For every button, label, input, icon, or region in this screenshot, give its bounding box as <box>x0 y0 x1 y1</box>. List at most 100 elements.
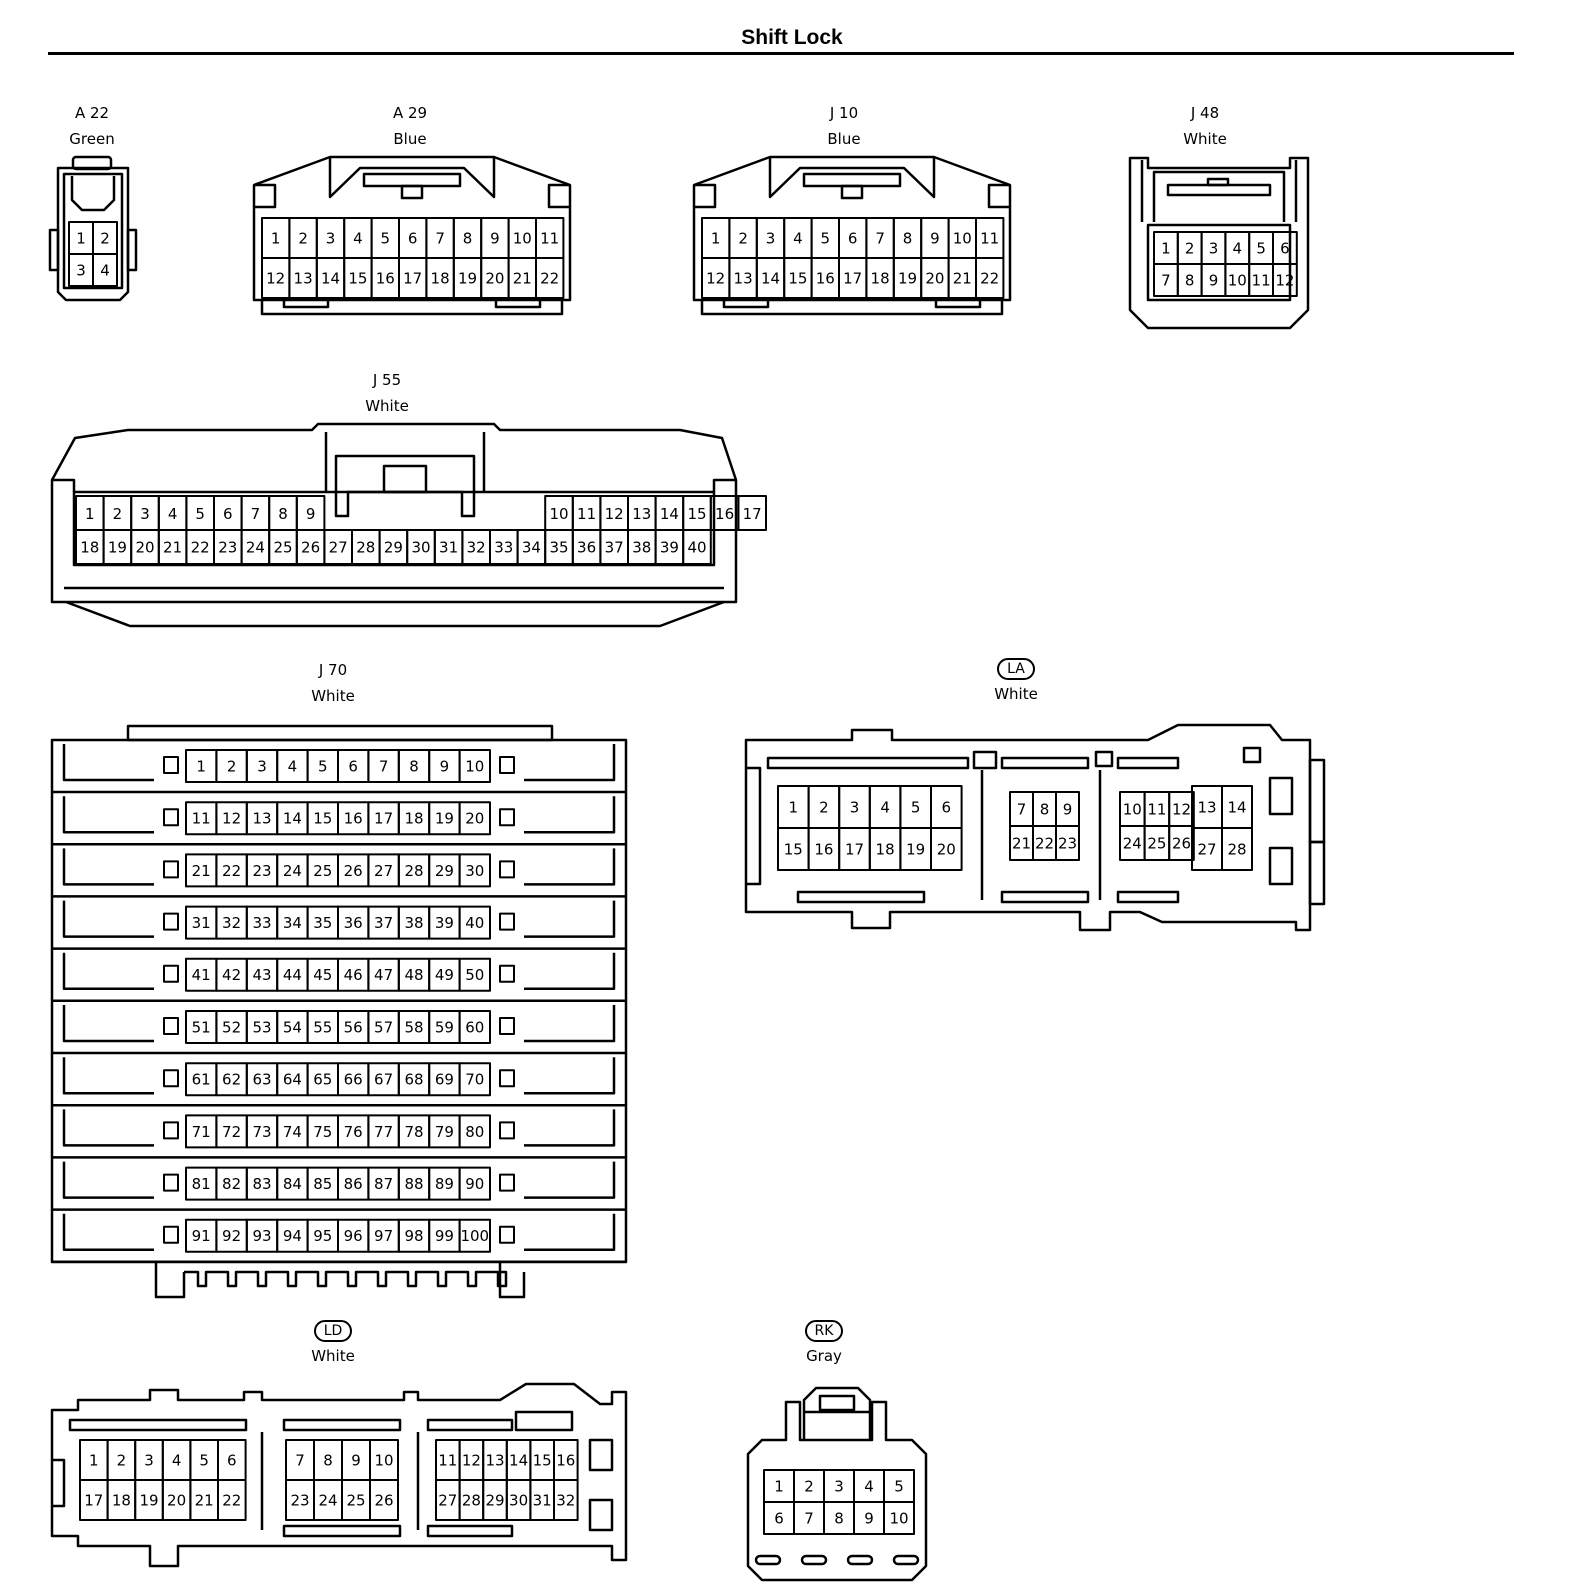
j70-row-latch <box>524 900 616 938</box>
j70-row-latch <box>62 900 154 938</box>
j55-pin-label: 5 <box>195 505 205 523</box>
ld-pin-label: 14 <box>509 1451 528 1469</box>
j70-pin-label: 99 <box>435 1227 454 1245</box>
j70-pin-label: 62 <box>222 1071 241 1089</box>
j70-pin-label: 70 <box>465 1071 484 1089</box>
connector-j70-housing <box>50 724 628 1299</box>
j70-pin-cell <box>458 905 492 940</box>
ld-pin-label: 13 <box>485 1451 504 1469</box>
j70-pin-label: 59 <box>435 1018 454 1036</box>
j55-pin-label: 1 <box>85 505 95 523</box>
j55-pin-label: 9 <box>306 505 316 523</box>
j10-pin-label: 17 <box>843 269 862 287</box>
la-pin-label: 12 <box>1172 800 1191 818</box>
j70-pin-label: 10 <box>465 757 484 775</box>
ld-pin-label: 5 <box>199 1451 209 1469</box>
j70-pin-label: 79 <box>435 1123 454 1141</box>
a29-pin-label: 2 <box>298 229 308 247</box>
j70-pin-label: 13 <box>252 810 271 828</box>
j70-pin-label: 19 <box>435 810 454 828</box>
rk-pin-label: 10 <box>889 1509 908 1527</box>
la-pin-cell <box>1221 827 1253 871</box>
ld-pin-cell <box>369 1479 399 1521</box>
j70-pin-cell <box>458 801 492 836</box>
a29-pin-label: 13 <box>294 269 313 287</box>
j70-row-latch <box>524 796 616 834</box>
rk-pin-label: 7 <box>804 1509 814 1527</box>
a29-pin-cell <box>535 257 565 299</box>
a29-pin-label: 4 <box>353 229 363 247</box>
la-pin-label: 28 <box>1227 840 1246 858</box>
j70-pin-label: 45 <box>313 966 332 984</box>
j70-label: J 70 White <box>273 661 393 705</box>
j70-pin-label: 75 <box>313 1123 332 1141</box>
j48-pin-label: 1 <box>1161 239 1171 257</box>
j48-pin-label: 7 <box>1161 271 1171 289</box>
j70-pin-label: 97 <box>374 1227 393 1245</box>
j10-pin-label: 8 <box>903 229 913 247</box>
j70-pin-label: 57 <box>374 1018 393 1036</box>
la-pin-label: 25 <box>1147 834 1166 852</box>
j55-pin-cell <box>682 529 712 565</box>
a29-pin-label: 9 <box>490 229 500 247</box>
j55-pin-label: 2 <box>113 505 123 523</box>
j48-pin-label: 3 <box>1209 239 1219 257</box>
j55-pin-label: 8 <box>278 505 288 523</box>
j70-pin-label: 67 <box>374 1071 393 1089</box>
j55-pin-label: 13 <box>632 505 651 523</box>
j55-pin-label: 19 <box>108 538 127 556</box>
j70-row-latch <box>524 952 616 991</box>
j70-pin-label: 1 <box>196 757 206 775</box>
j70-row-latch <box>62 744 154 782</box>
j10-pin-label: 5 <box>821 229 831 247</box>
j10-pin-label: 14 <box>761 269 780 287</box>
j70-pin-label: 17 <box>374 810 393 828</box>
j10-pin-cell <box>975 257 1005 299</box>
j70-pin-cell <box>458 1010 492 1044</box>
j55-pin-label: 17 <box>743 505 762 523</box>
j55-pin-label: 39 <box>660 538 679 556</box>
j70-row-latch <box>62 1109 154 1147</box>
j70-pin-label: 47 <box>374 966 393 984</box>
rk-pin-label: 5 <box>894 1477 904 1495</box>
j70-pin-cell <box>458 1218 492 1253</box>
j48-pin-label: 9 <box>1209 271 1219 289</box>
j55-pin-label: 4 <box>168 505 178 523</box>
j10-pin-label: 12 <box>706 269 725 287</box>
j70-pin-label: 40 <box>465 914 484 932</box>
rk-pin-label: 1 <box>774 1477 784 1495</box>
la-label: LA White <box>956 658 1076 703</box>
j55-pin-label: 22 <box>191 538 210 556</box>
ld-pin-label: 6 <box>227 1451 237 1469</box>
la-pin-label: 8 <box>1040 800 1050 818</box>
j48-pin-label: 4 <box>1233 239 1243 257</box>
page-title: Shift Lock <box>741 26 843 49</box>
ld-color: White <box>311 1347 355 1365</box>
j55-pin-label: 21 <box>163 538 182 556</box>
j70-row-lock <box>499 1069 515 1088</box>
j70-pin-label: 15 <box>313 810 332 828</box>
j55-pin-label: 33 <box>494 538 513 556</box>
j70-pin-label: 82 <box>222 1175 241 1193</box>
j70-pin-label: 51 <box>192 1018 211 1036</box>
ld-code: LD <box>313 1320 353 1342</box>
j70-pin-label: 2 <box>227 757 237 775</box>
la-pin-label: 17 <box>845 840 864 858</box>
j70-row-latch <box>524 1109 616 1147</box>
j70-pin-label: 48 <box>404 966 423 984</box>
j70-row-lock <box>163 1017 179 1035</box>
a22-pin-label: 3 <box>76 261 86 279</box>
j55-pin-label: 34 <box>522 538 541 556</box>
rk-pin-label: 9 <box>864 1509 874 1527</box>
j55-pin-label: 30 <box>411 538 430 556</box>
j70-row-latch <box>62 1213 154 1252</box>
j55-pin-label: 31 <box>439 538 458 556</box>
a29-pin-label: 1 <box>271 229 281 247</box>
j70-row-latch <box>524 848 616 886</box>
j70-row-lock <box>499 1225 515 1244</box>
j70-pin-label: 42 <box>222 966 241 984</box>
